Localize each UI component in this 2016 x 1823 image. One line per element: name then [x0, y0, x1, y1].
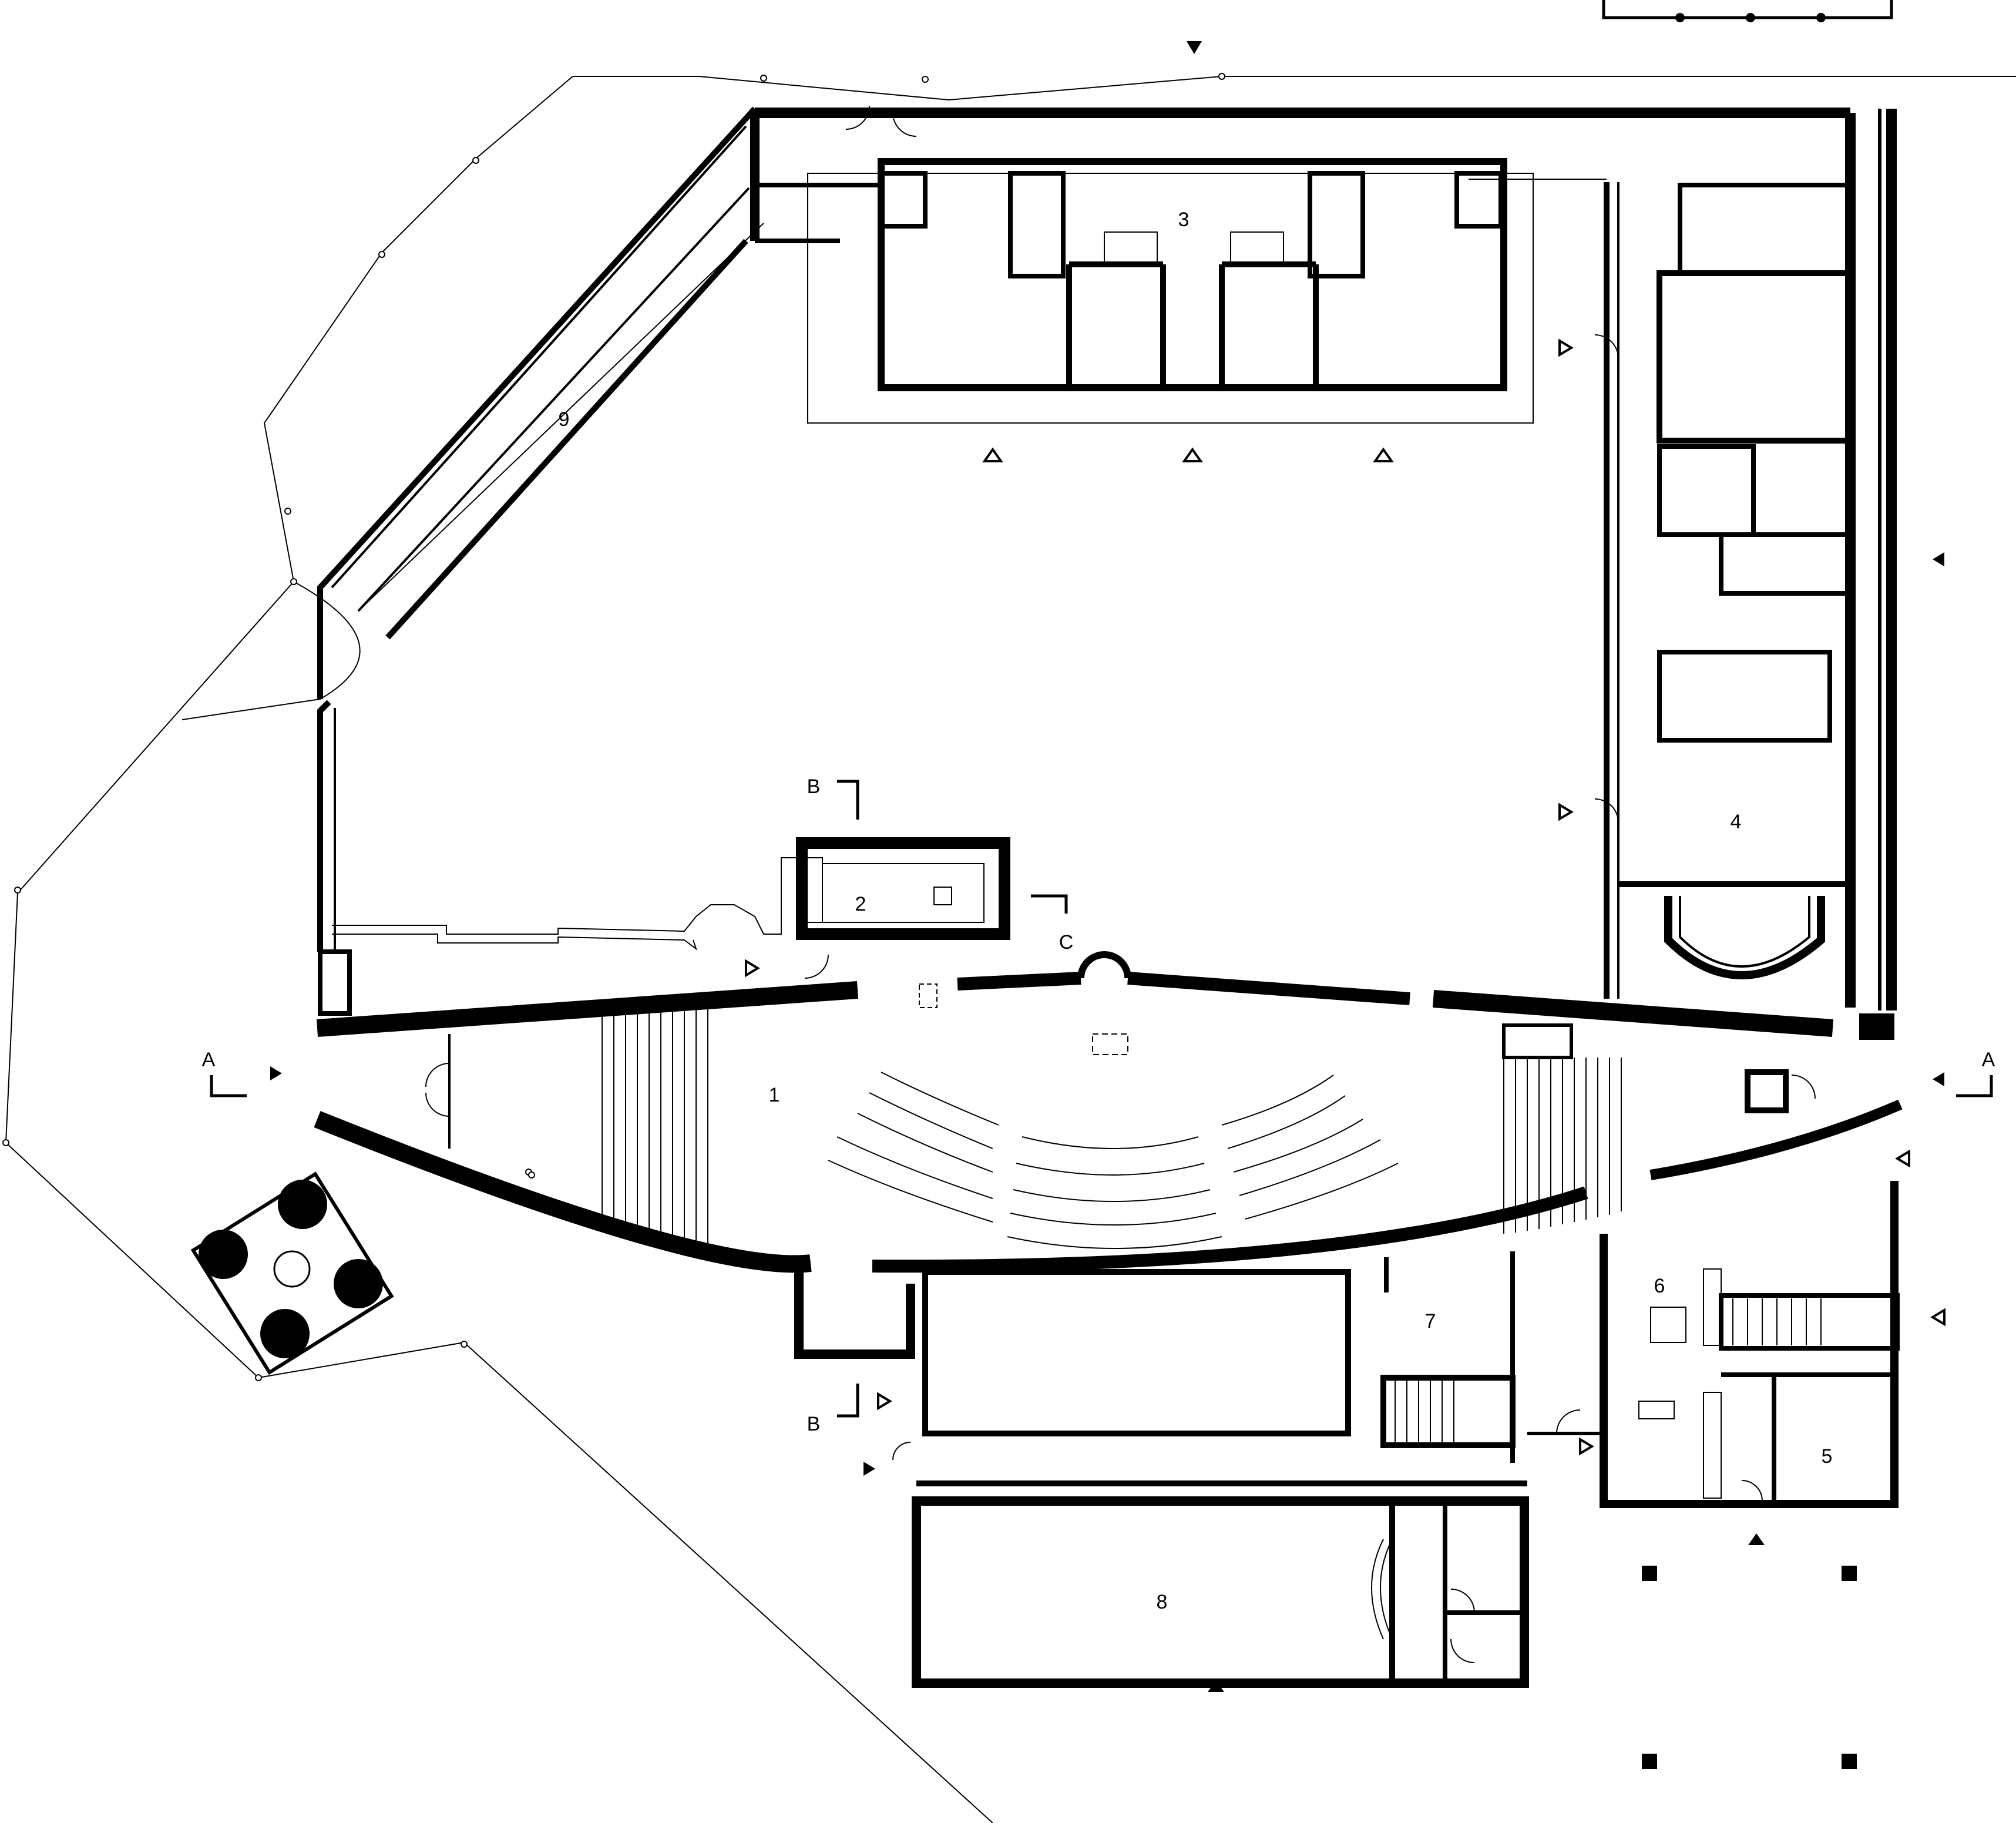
wing-3: [750, 105, 1850, 424]
stair-right: [1502, 1023, 1622, 1234]
room-label-7: 7: [1425, 1310, 1436, 1332]
room-label-3: 3: [1178, 209, 1190, 231]
block-5-6: [1600, 1181, 1900, 1508]
room-label-8: 8: [1157, 1591, 1168, 1613]
seating-rows: [828, 1072, 1399, 1249]
corridor-9: [317, 106, 799, 1016]
room-label-2: 2: [855, 893, 866, 915]
section-mark-b-top: B: [807, 775, 821, 798]
room-label-6: 6: [1654, 1275, 1665, 1297]
block-7: [794, 1251, 1607, 1463]
entrance-markers: [270, 41, 1946, 1692]
section-lines: [210, 780, 1993, 1418]
wing-4: [1469, 109, 1897, 1010]
section-mark-a-left: A: [202, 1049, 216, 1071]
stair-left: [602, 1006, 708, 1248]
room-label-5: 5: [1822, 1445, 1833, 1468]
column-markers: [1642, 1566, 1857, 1769]
section-mark-b-bottom: B: [807, 1413, 821, 1435]
room-label-4: 4: [1731, 811, 1742, 833]
scale-bar: [1602, 0, 1893, 22]
section-mark-a-right: A: [1982, 1049, 1995, 1071]
hall-1: [314, 951, 1903, 1273]
stair-tower: [1745, 1069, 1816, 1113]
box-2: [796, 837, 1010, 979]
room-label-1: 1: [769, 1084, 780, 1106]
block-8: [892, 1442, 1529, 1688]
section-mark-c: C: [1059, 931, 1074, 954]
rotated-column-feature: [190, 1171, 394, 1375]
room-label-9: 9: [559, 408, 570, 431]
